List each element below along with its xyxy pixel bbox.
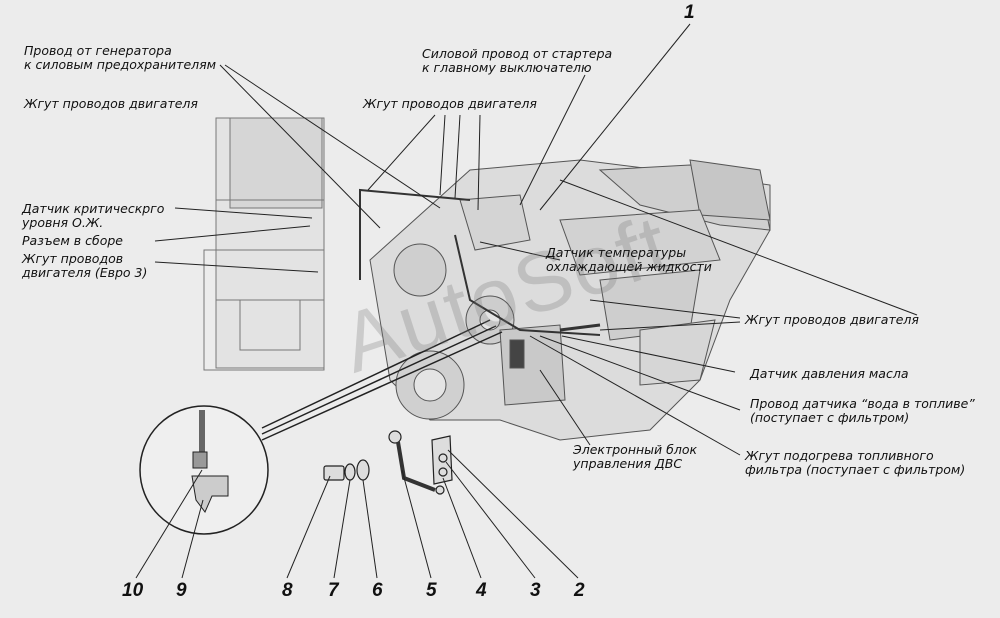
- callout-5: 5: [426, 580, 437, 601]
- label-generator-wire: Провод от генератора к силовым предохран…: [24, 43, 217, 72]
- label-engine-harness-right: Жгут проводов двигателя: [745, 312, 919, 327]
- callout-9: 9: [176, 580, 187, 601]
- label-water-in-fuel-wire: Провод датчика “вода в топливе” (поступа…: [750, 396, 975, 425]
- callout-8: 8: [282, 580, 293, 601]
- callout-1: 1: [684, 2, 695, 23]
- label-fuel-filter-heater: Жгут подогрева топливного фильтра (посту…: [745, 448, 966, 477]
- label-harness-euro3: Жгут проводов двигателя (Евро 3): [22, 251, 148, 280]
- detail-callout-circle: [139, 319, 503, 535]
- callout-10: 10: [122, 580, 144, 601]
- label-engine-harness-left: Жгут проводов двигателя: [24, 96, 198, 111]
- engine-block: [369, 159, 771, 441]
- fastener-parts: [323, 430, 453, 495]
- label-ecu: Электронный блок управления ДВС: [573, 442, 698, 471]
- callout-6: 6: [372, 580, 383, 601]
- label-coolant-temp-sensor: Датчик температуры охлаждающей жидкости: [546, 245, 712, 274]
- harness-wire: [359, 188, 601, 336]
- callout-7: 7: [328, 580, 339, 601]
- label-starter-power-wire: Силовой провод от стартера к главному вы…: [422, 46, 613, 75]
- harness-frame: [203, 117, 325, 371]
- label-coolant-level-sensor: Датчик критическрго уровня О.Ж.: [22, 201, 165, 230]
- callout-3: 3: [530, 580, 541, 601]
- callout-2: 2: [574, 580, 585, 601]
- leader-lines: [135, 23, 918, 579]
- label-connector-assembly: Разъем в сборе: [22, 233, 123, 248]
- label-oil-pressure-sensor: Датчик давления масла: [750, 366, 909, 381]
- callout-4: 4: [476, 580, 487, 601]
- label-engine-harness-top: Жгут проводов двигателя: [363, 96, 537, 111]
